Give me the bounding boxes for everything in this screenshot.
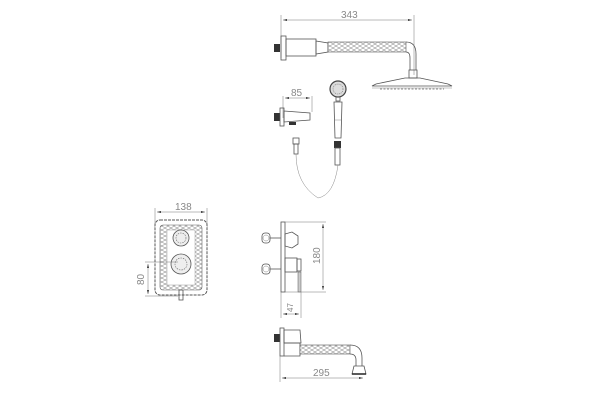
outlet-width-label: 85 [291,88,303,99]
valve-depth-label: 47 [286,303,295,312]
overhead-shower-arm: 343 [274,10,453,90]
valve-faceplate: 138 80 [136,202,208,301]
spout-length-label: 295 [313,368,330,379]
plate-height-label: 80 [136,273,147,285]
plate-width-label: 138 [175,202,192,213]
hand-shower [292,80,347,199]
arm-length-label: 343 [341,10,358,21]
valve-body-side: 180 47 [261,221,326,318]
bath-spout: 295 [274,327,367,382]
valve-height-label: 180 [312,247,323,264]
wall-outlet-elbow: 85 [274,88,313,127]
